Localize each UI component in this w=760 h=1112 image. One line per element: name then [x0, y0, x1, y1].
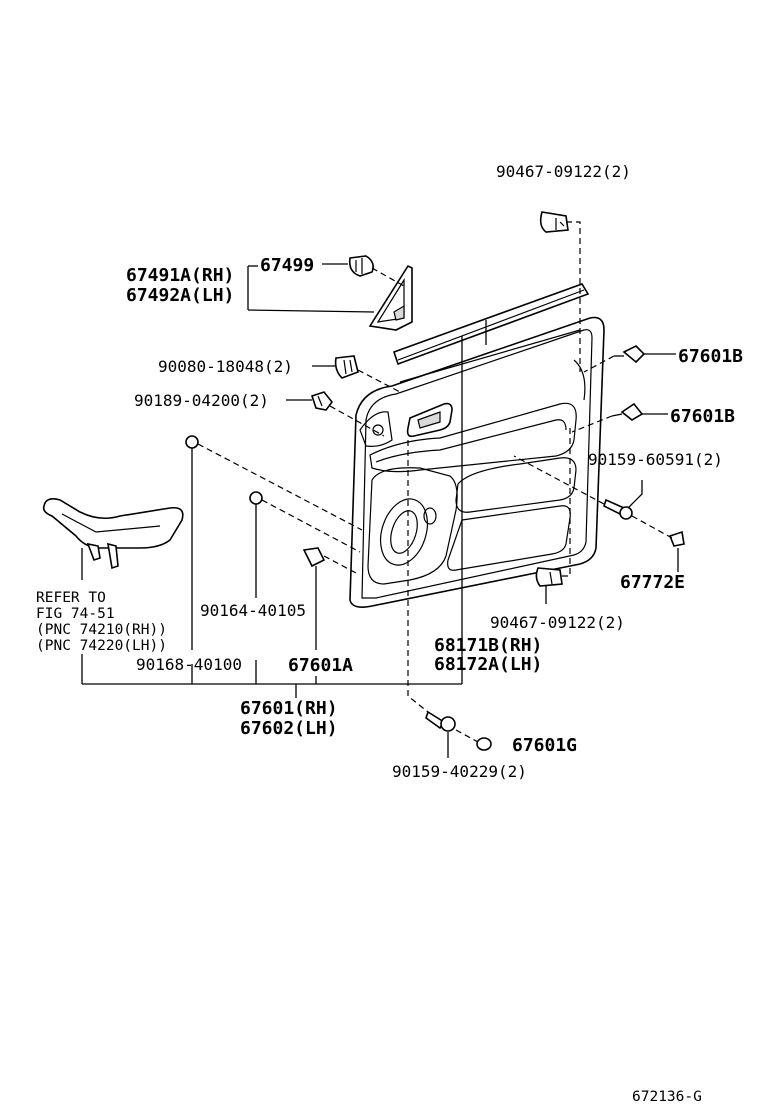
label-67601a: 67601A	[288, 655, 353, 676]
clip-90168	[185, 435, 199, 449]
label-refer-fig: FIG 74-51	[36, 606, 115, 622]
label-67601b-1: 67601B	[678, 346, 743, 367]
label-68171b: 68171B(RH)	[434, 635, 542, 656]
clip-67601a	[302, 547, 326, 568]
label-67602-lh: 67602(LH)	[240, 718, 338, 739]
label-67601b-2: 67601B	[670, 406, 735, 427]
cap-67772e	[668, 530, 685, 547]
label-90168: 90168-40100	[136, 655, 242, 674]
clip-67499	[348, 255, 374, 277]
figure-code: 672136-G	[632, 1089, 702, 1105]
clip-67601b-2	[611, 402, 644, 421]
label-refer-pnc-lh: (PNC 74220(LH))	[36, 638, 167, 654]
label-67492a: 67492A(LH)	[126, 285, 234, 306]
label-68172a: 68172A(LH)	[434, 654, 542, 675]
label-90159-60591: 90159-60591(2)	[588, 450, 723, 469]
mirror-corner-cover	[368, 264, 413, 331]
label-90164: 90164-40105	[200, 601, 306, 620]
label-67601-rh: 67601(RH)	[240, 698, 338, 719]
label-refer-pnc-rh: (PNC 74210(RH))	[36, 622, 167, 638]
label-67772e: 67772E	[620, 572, 685, 593]
screw-90159-40229	[425, 710, 456, 732]
label-67499: 67499	[260, 255, 314, 276]
belt-weatherstrip	[392, 283, 590, 366]
clip-90467-bottom	[535, 567, 563, 587]
part-labels: 90467-09122(2) 67491A(RH) 67492A(LH) 674…	[36, 162, 743, 1105]
label-90467-top: 90467-09122(2)	[496, 162, 631, 181]
clip-90467-top	[539, 211, 569, 233]
door-trim-panel	[349, 316, 605, 608]
label-90159-40229: 90159-40229(2)	[392, 762, 527, 781]
clip-90189	[310, 391, 334, 411]
label-90189: 90189-04200(2)	[134, 391, 269, 410]
label-67491a: 67491A(RH)	[126, 265, 234, 286]
label-refer-to: REFER TO	[36, 590, 106, 606]
leader-lines	[81, 221, 679, 758]
clip-90080	[334, 355, 359, 379]
screw-90159-60591	[603, 498, 633, 520]
clip-67601b-1	[614, 345, 646, 364]
armrest-handle	[42, 498, 184, 570]
label-90080: 90080-18048(2)	[158, 357, 293, 376]
cap-67601g	[476, 737, 492, 751]
clip-90164	[249, 491, 263, 505]
label-67601g: 67601G	[512, 735, 577, 756]
label-90467-bottom: 90467-09122(2)	[490, 613, 625, 632]
